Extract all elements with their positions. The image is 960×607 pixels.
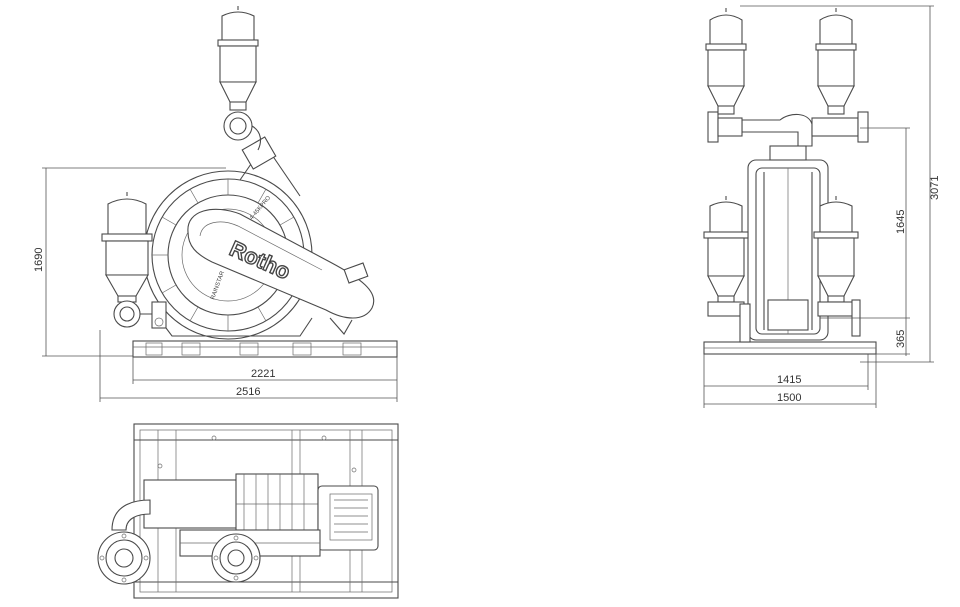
side-arm-housing bbox=[187, 208, 375, 319]
front-filter-bottom-left bbox=[703, 196, 751, 343]
dim-front-base-height: 365 bbox=[895, 330, 907, 348]
side-left-filter bbox=[101, 192, 167, 329]
dim-side-inner-length: 2221 bbox=[251, 368, 275, 380]
front-dimensions: 3071 1645 365 1415 1500 bbox=[703, 5, 941, 408]
dim-side-total-length: 2516 bbox=[236, 386, 260, 398]
top-view bbox=[97, 423, 399, 599]
dim-front-total-width: 1500 bbox=[777, 392, 801, 404]
top-engine bbox=[317, 485, 379, 551]
dim-front-mid-height: 1645 bbox=[895, 210, 907, 234]
dim-side-height: 1690 bbox=[33, 248, 45, 272]
front-filter-bottom-right bbox=[813, 196, 861, 337]
top-housing bbox=[143, 479, 245, 529]
side-view: Rotho RAINSTAR 4-45KPRO bbox=[33, 6, 398, 402]
dim-front-inner-width: 1415 bbox=[777, 374, 801, 386]
front-filter-top-left bbox=[705, 8, 747, 115]
side-top-filter bbox=[217, 6, 262, 151]
front-view: 3071 1645 365 1415 1500 bbox=[703, 5, 941, 408]
side-base-frame bbox=[132, 340, 398, 358]
top-flange-right bbox=[211, 533, 261, 583]
dim-front-top-height: 3071 bbox=[929, 176, 941, 200]
side-dimensions: 1690 2221 2516 bbox=[33, 167, 398, 402]
front-filter-top-right bbox=[815, 8, 857, 115]
